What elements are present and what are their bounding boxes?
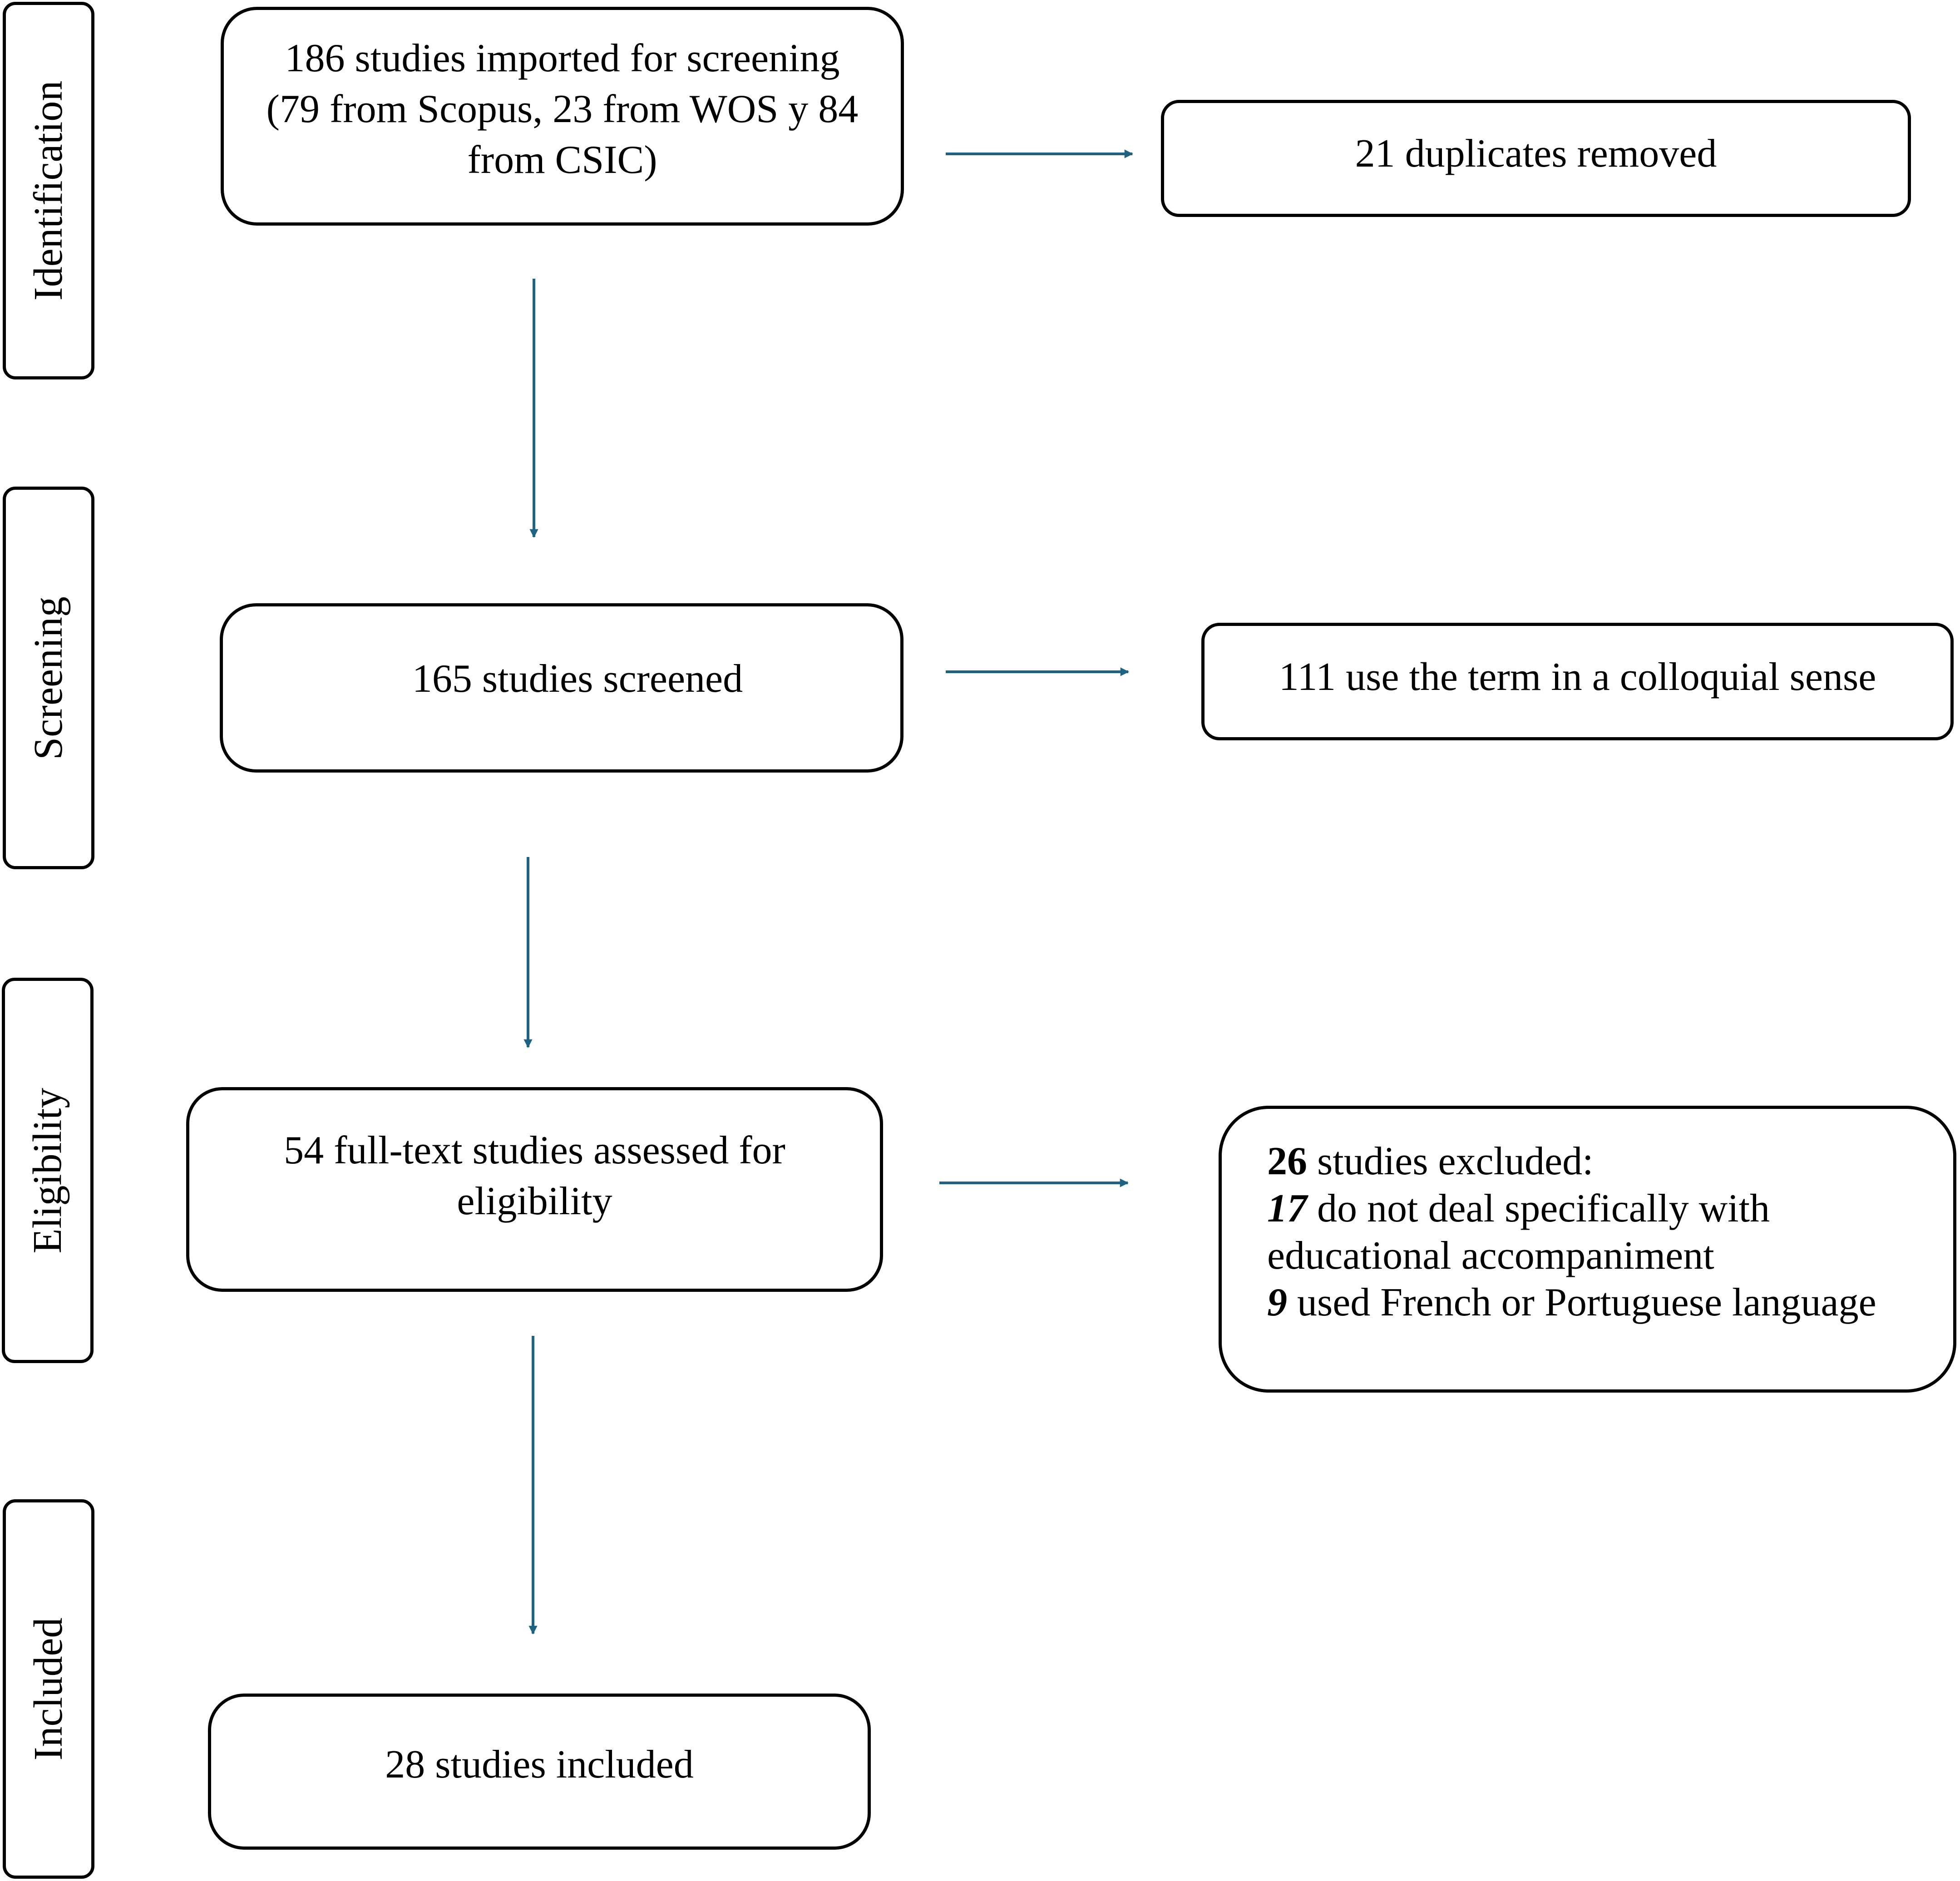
imported-studies-text: 186 studies imported for screening (79 f… xyxy=(266,36,859,182)
excluded-reason2-text: used French or Portuguese language xyxy=(1287,1280,1876,1325)
stage-included: Included xyxy=(3,1499,94,1879)
excluded-total-text: studies excluded: xyxy=(1307,1139,1594,1183)
included-studies-box: 28 studies included xyxy=(208,1694,871,1850)
excluded-reason1-line: 17 do not deal specifically with xyxy=(1267,1185,1953,1232)
colloquial-excluded-text: 111 use the term in a colloquial sense xyxy=(1279,655,1876,699)
screened-studies-box: 165 studies screened xyxy=(220,603,903,773)
stage-eligibility: Eligibility xyxy=(2,978,94,1363)
stage-screening: Screening xyxy=(3,487,94,869)
included-studies-text: 28 studies included xyxy=(385,1743,694,1787)
excluded-reason1-text-a: do not deal specifically with xyxy=(1307,1186,1770,1231)
imported-studies-box: 186 studies imported for screening (79 f… xyxy=(221,7,904,226)
duplicates-removed-box: 21 duplicates removed xyxy=(1161,100,1911,217)
excluded-reason2-line: 9 used French or Portuguese language xyxy=(1267,1279,1953,1326)
excluded-total-count: 26 xyxy=(1267,1139,1307,1183)
duplicates-removed-text: 21 duplicates removed xyxy=(1355,132,1717,176)
excluded-reason1-count: 17 xyxy=(1267,1186,1307,1231)
stage-identification: Identification xyxy=(3,2,94,379)
colloquial-excluded-box: 111 use the term in a colloquial sense xyxy=(1201,623,1954,740)
screened-studies-text: 165 studies screened xyxy=(412,656,743,701)
eligibility-assessed-text: 54 full-text studies assessed for eligib… xyxy=(284,1128,785,1223)
studies-excluded-box: 26 studies excluded: 17 do not deal spec… xyxy=(1219,1106,1956,1393)
excluded-reason2-count: 9 xyxy=(1267,1280,1287,1325)
excluded-reason1-line-b: educational accompaniment xyxy=(1267,1233,1714,1278)
eligibility-assessed-box: 54 full-text studies assessed for eligib… xyxy=(186,1087,883,1292)
excluded-total-line: 26 studies excluded: xyxy=(1267,1138,1953,1185)
